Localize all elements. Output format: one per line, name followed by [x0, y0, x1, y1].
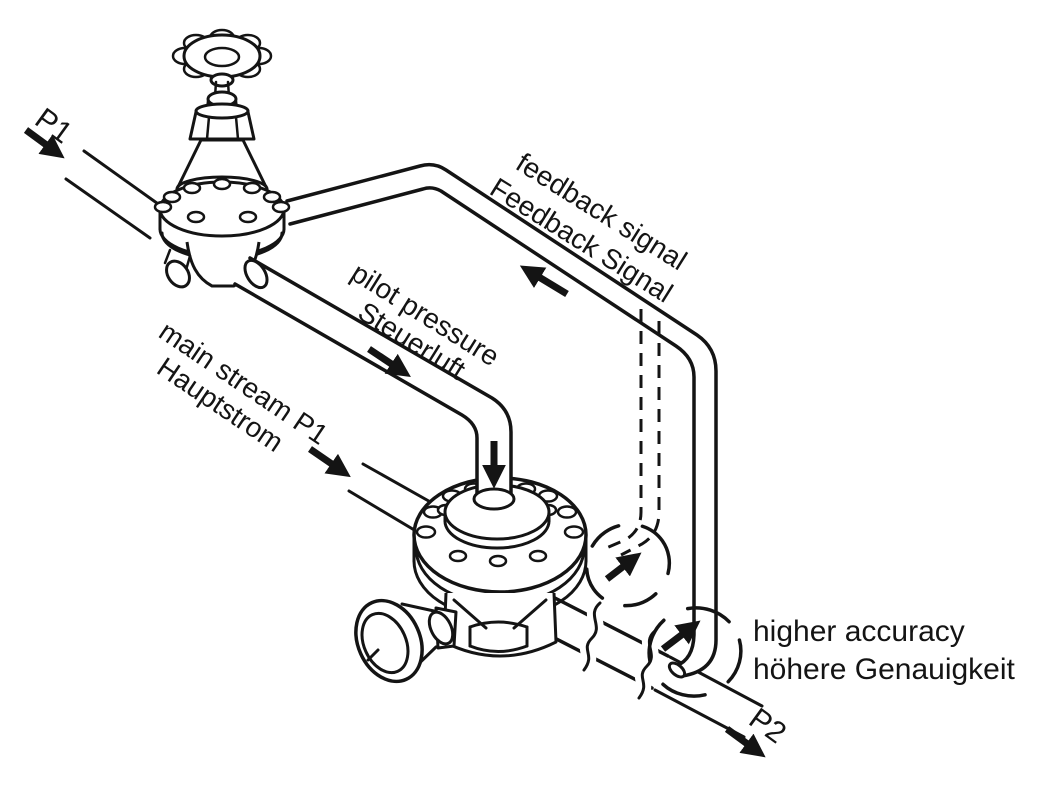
dome-inlet-collar [472, 487, 516, 511]
pilot-regulator-valve [153, 28, 291, 289]
flow-arrows [23, 127, 766, 758]
feedback-branch-dashed-pipe [603, 309, 661, 557]
p1-flow-arrow [23, 127, 65, 159]
sensing-point-downstream-circle [647, 606, 743, 698]
main-valve-body [442, 592, 558, 658]
diaphragm-flange [153, 175, 291, 261]
main-valve [354, 476, 588, 684]
label-higher-accuracy-de: höhere Genauigkeit [753, 653, 1016, 686]
dome-sensing-arrow [604, 552, 642, 582]
pilot-pressure-pipe [233, 256, 516, 511]
pipe-open-end [667, 661, 687, 679]
pressure-gauge [354, 598, 458, 684]
gauge-needle [366, 648, 380, 662]
pipe-root-collar [243, 258, 269, 290]
downstream-sensing-arrow [660, 620, 701, 652]
p1-inlet-pipe [64, 149, 163, 240]
feedback-signal-pipe [285, 162, 718, 679]
spindle [205, 72, 239, 113]
main-stream-flow-arrow [308, 446, 351, 478]
label-higher-accuracy-en: higher accuracy [753, 615, 965, 648]
adjusting-nut [188, 102, 256, 141]
main-stream-pipe [347, 462, 436, 536]
feedback-flow-arrow [519, 265, 569, 297]
pilot-pressure-flow-arrow [367, 346, 411, 377]
sensing-point-dome-circle [584, 522, 672, 608]
label-p1: P1 [29, 102, 78, 150]
p2-flow-arrow [724, 726, 766, 758]
diaphragm-dome [412, 476, 588, 620]
side-port [165, 259, 191, 289]
